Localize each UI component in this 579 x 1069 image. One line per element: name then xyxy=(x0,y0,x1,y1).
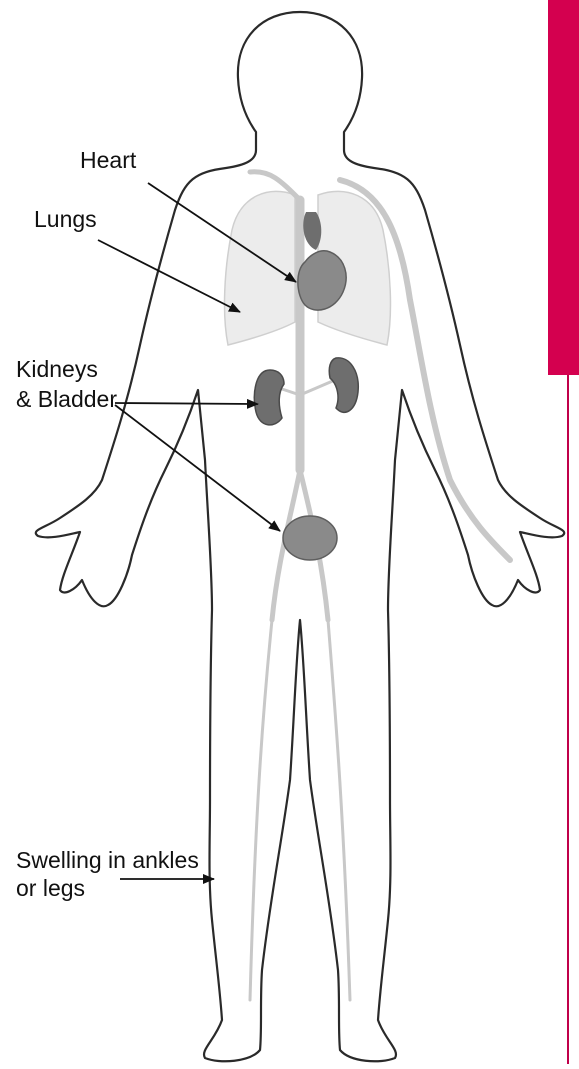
kidney-left xyxy=(254,370,284,425)
bladder-label: & Bladder xyxy=(16,385,117,413)
swelling-label-line2: or legs xyxy=(16,874,85,902)
kidneys-label: Kidneys xyxy=(16,355,98,383)
lungs-label: Lungs xyxy=(34,205,97,233)
heart-label: Heart xyxy=(80,146,136,174)
accent-band xyxy=(548,0,579,375)
kidney-arrow xyxy=(115,403,258,404)
bladder-organ xyxy=(283,516,337,560)
swelling-label-line1: Swelling in ankles xyxy=(16,846,199,874)
